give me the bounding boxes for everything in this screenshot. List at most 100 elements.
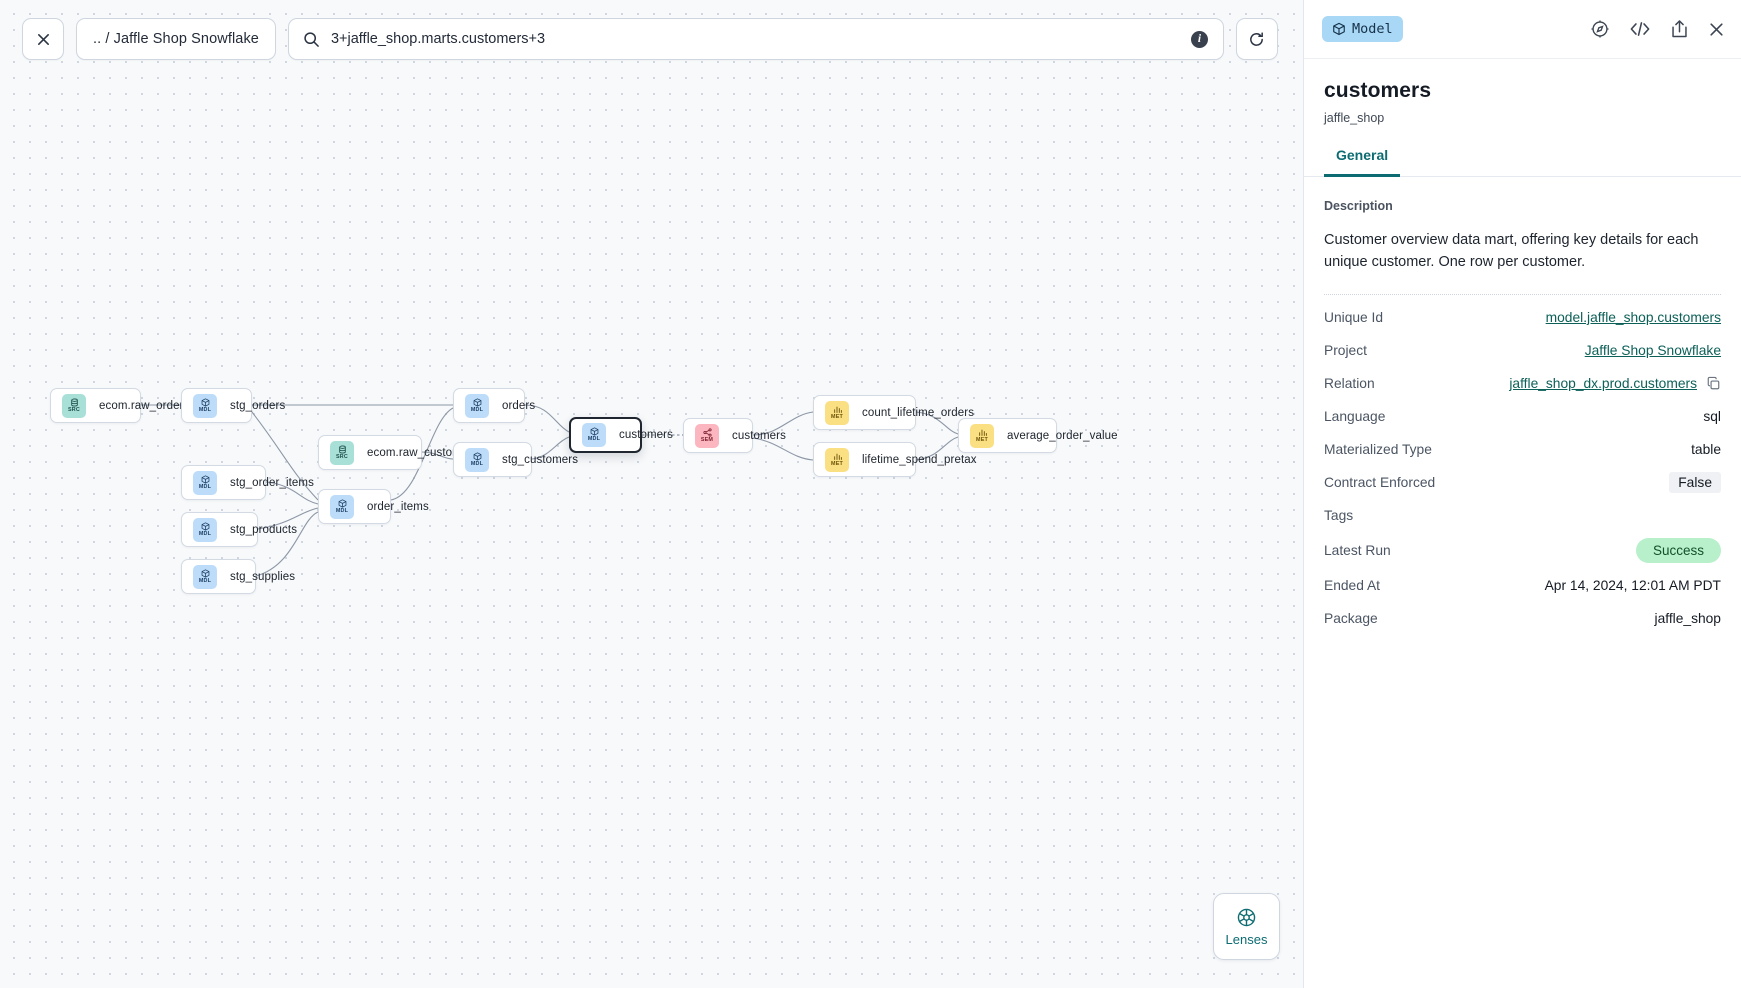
property-value[interactable]: Jaffle Shop Snowflake [1585, 343, 1721, 358]
close-icon[interactable] [1708, 21, 1725, 38]
property-row: Tags [1324, 499, 1721, 532]
sem-badge-icon: SEM [695, 423, 719, 448]
property-key: Language [1324, 408, 1386, 424]
compass-icon[interactable] [1590, 19, 1610, 39]
property-row: Project Jaffle Shop Snowflake [1324, 334, 1721, 367]
graph-node-customers[interactable]: SEM customers [683, 418, 786, 453]
resource-type-label: Model [1352, 21, 1393, 37]
property-link[interactable]: jaffle_shop_dx.prod.customers [1509, 375, 1697, 391]
met-badge-icon: MET [825, 400, 849, 425]
property-row: Package jaffle_shop [1324, 602, 1721, 635]
graph-node-stg-customers[interactable]: MDL stg_customers [453, 442, 578, 477]
property-key: Project [1324, 342, 1367, 358]
search-value: 3+jaffle_shop.marts.customers+3 [330, 31, 546, 47]
property-key: Tags [1324, 507, 1354, 523]
lenses-button[interactable]: Lenses [1213, 893, 1280, 960]
graph-node-average-order-value[interactable]: MET average_order_value [958, 418, 1117, 453]
graph-node-label: orders [502, 399, 536, 412]
graph-node-label: customers [732, 429, 786, 442]
mdl-badge-icon: MDL [193, 517, 217, 542]
search-input[interactable]: 3+jaffle_shop.marts.customers+3 i [287, 18, 1224, 60]
graph-node-order-items[interactable]: MDL order_items [318, 489, 429, 524]
graph-node-count-lifetime-orders[interactable]: MET count_lifetime_orders [813, 395, 974, 430]
graph-node-label: lifetime_spend_pretax [862, 453, 977, 466]
share-icon[interactable] [1670, 19, 1689, 39]
graph-node-label: stg_customers [502, 453, 579, 466]
property-row: Contract Enforced False [1324, 466, 1721, 499]
met-badge-icon: MET [970, 423, 994, 448]
code-icon[interactable] [1629, 19, 1651, 39]
graph-node-label: stg_products [230, 523, 298, 536]
property-key: Unique Id [1324, 309, 1384, 325]
graph-node-label: ecom.raw_customers [367, 446, 479, 459]
graph-node-label: count_lifetime_orders [862, 406, 975, 419]
graph-node-label: stg_supplies [230, 570, 296, 583]
tab-general[interactable]: General [1324, 147, 1401, 177]
description-text: Customer overview data mart, offering ke… [1324, 232, 1699, 271]
mdl-badge-icon: MDL [193, 470, 217, 495]
mdl-badge-icon: MDL [330, 494, 354, 519]
mdl-badge-icon: MDL [193, 393, 217, 418]
property-key: Package [1324, 610, 1378, 626]
property-link[interactable]: Jaffle Shop Snowflake [1584, 342, 1721, 358]
property-value: sql [1703, 408, 1721, 424]
property-key: Materialized Type [1324, 441, 1432, 457]
graph-node-label: stg_order_items [230, 476, 314, 489]
graph-node-label: order_items [367, 500, 429, 513]
page-title: customers [1324, 79, 1432, 102]
status-badge: False [1669, 471, 1721, 493]
property-link[interactable]: model.jaffle_shop.customers [1545, 309, 1721, 325]
graph-node-stg-supplies[interactable]: MDL stg_supplies [181, 559, 295, 594]
property-row: Unique Id model.jaffle_shop.customers [1324, 301, 1721, 334]
section-divider [1324, 293, 1721, 295]
property-key: Relation [1324, 375, 1375, 391]
property-row: Language sql [1324, 400, 1721, 433]
mdl-badge-icon: MDL [193, 564, 217, 589]
refresh-icon [1250, 31, 1264, 46]
graph-node-label: ecom.raw_orders [99, 399, 190, 412]
breadcrumb[interactable]: .. / Jaffle Shop Snowflake [76, 18, 276, 60]
copy-icon[interactable] [1706, 376, 1721, 391]
details-panel: Model [1303, 0, 1741, 988]
graph-node-label: average_order_value [1007, 429, 1118, 442]
status-badge: Success [1635, 537, 1721, 563]
graph-node-label: stg_orders [230, 399, 286, 412]
lineage-canvas[interactable]: .. / Jaffle Shop Snowflake 3+jaffle_shop… [0, 0, 1303, 988]
property-value[interactable]: jaffle_shop_dx.prod.customers [1509, 376, 1721, 391]
lenses-label: Lenses [1225, 931, 1268, 947]
property-key: Ended At [1324, 577, 1381, 593]
canvas-toolbar: .. / Jaffle Shop Snowflake 3+jaffle_shop… [22, 18, 1278, 60]
property-key: Latest Run [1324, 542, 1391, 558]
mdl-badge-icon: MDL [465, 393, 489, 418]
resource-type-chip[interactable]: Model [1322, 16, 1403, 42]
property-value[interactable]: model.jaffle_shop.customers [1546, 310, 1721, 325]
refresh-button[interactable] [1235, 18, 1278, 60]
met-badge-icon: MET [825, 447, 849, 472]
cube-icon [1333, 22, 1345, 36]
panel-body: Description Customer overview data mart,… [1304, 177, 1741, 635]
panel-actions [1590, 19, 1725, 39]
property-key: Contract Enforced [1324, 474, 1436, 490]
graph-node-stg-products[interactable]: MDL stg_products [181, 512, 297, 547]
close-graph-button[interactable] [22, 18, 64, 60]
property-value: table [1691, 441, 1721, 457]
page-subtitle: jaffle_shop [1324, 111, 1385, 125]
property-row: Latest Run Success [1324, 532, 1721, 569]
search-icon [304, 31, 319, 47]
graph-node-stg-order-items[interactable]: MDL stg_order_items [181, 465, 314, 500]
graph-node-orders[interactable]: MDL orders [453, 388, 535, 423]
graph-node-label: customers [619, 429, 673, 441]
graph-node-lifetime-spend-pretax[interactable]: MET lifetime_spend_pretax [813, 442, 977, 477]
graph-node-stg-orders[interactable]: MDL stg_orders [181, 388, 285, 423]
panel-header: customers jaffle_shop [1304, 59, 1741, 125]
info-icon[interactable]: i [1190, 30, 1208, 48]
mdl-badge-icon: MDL [465, 447, 489, 472]
property-value: jaffle_shop [1654, 610, 1722, 626]
panel-toolbar: Model [1304, 0, 1741, 59]
